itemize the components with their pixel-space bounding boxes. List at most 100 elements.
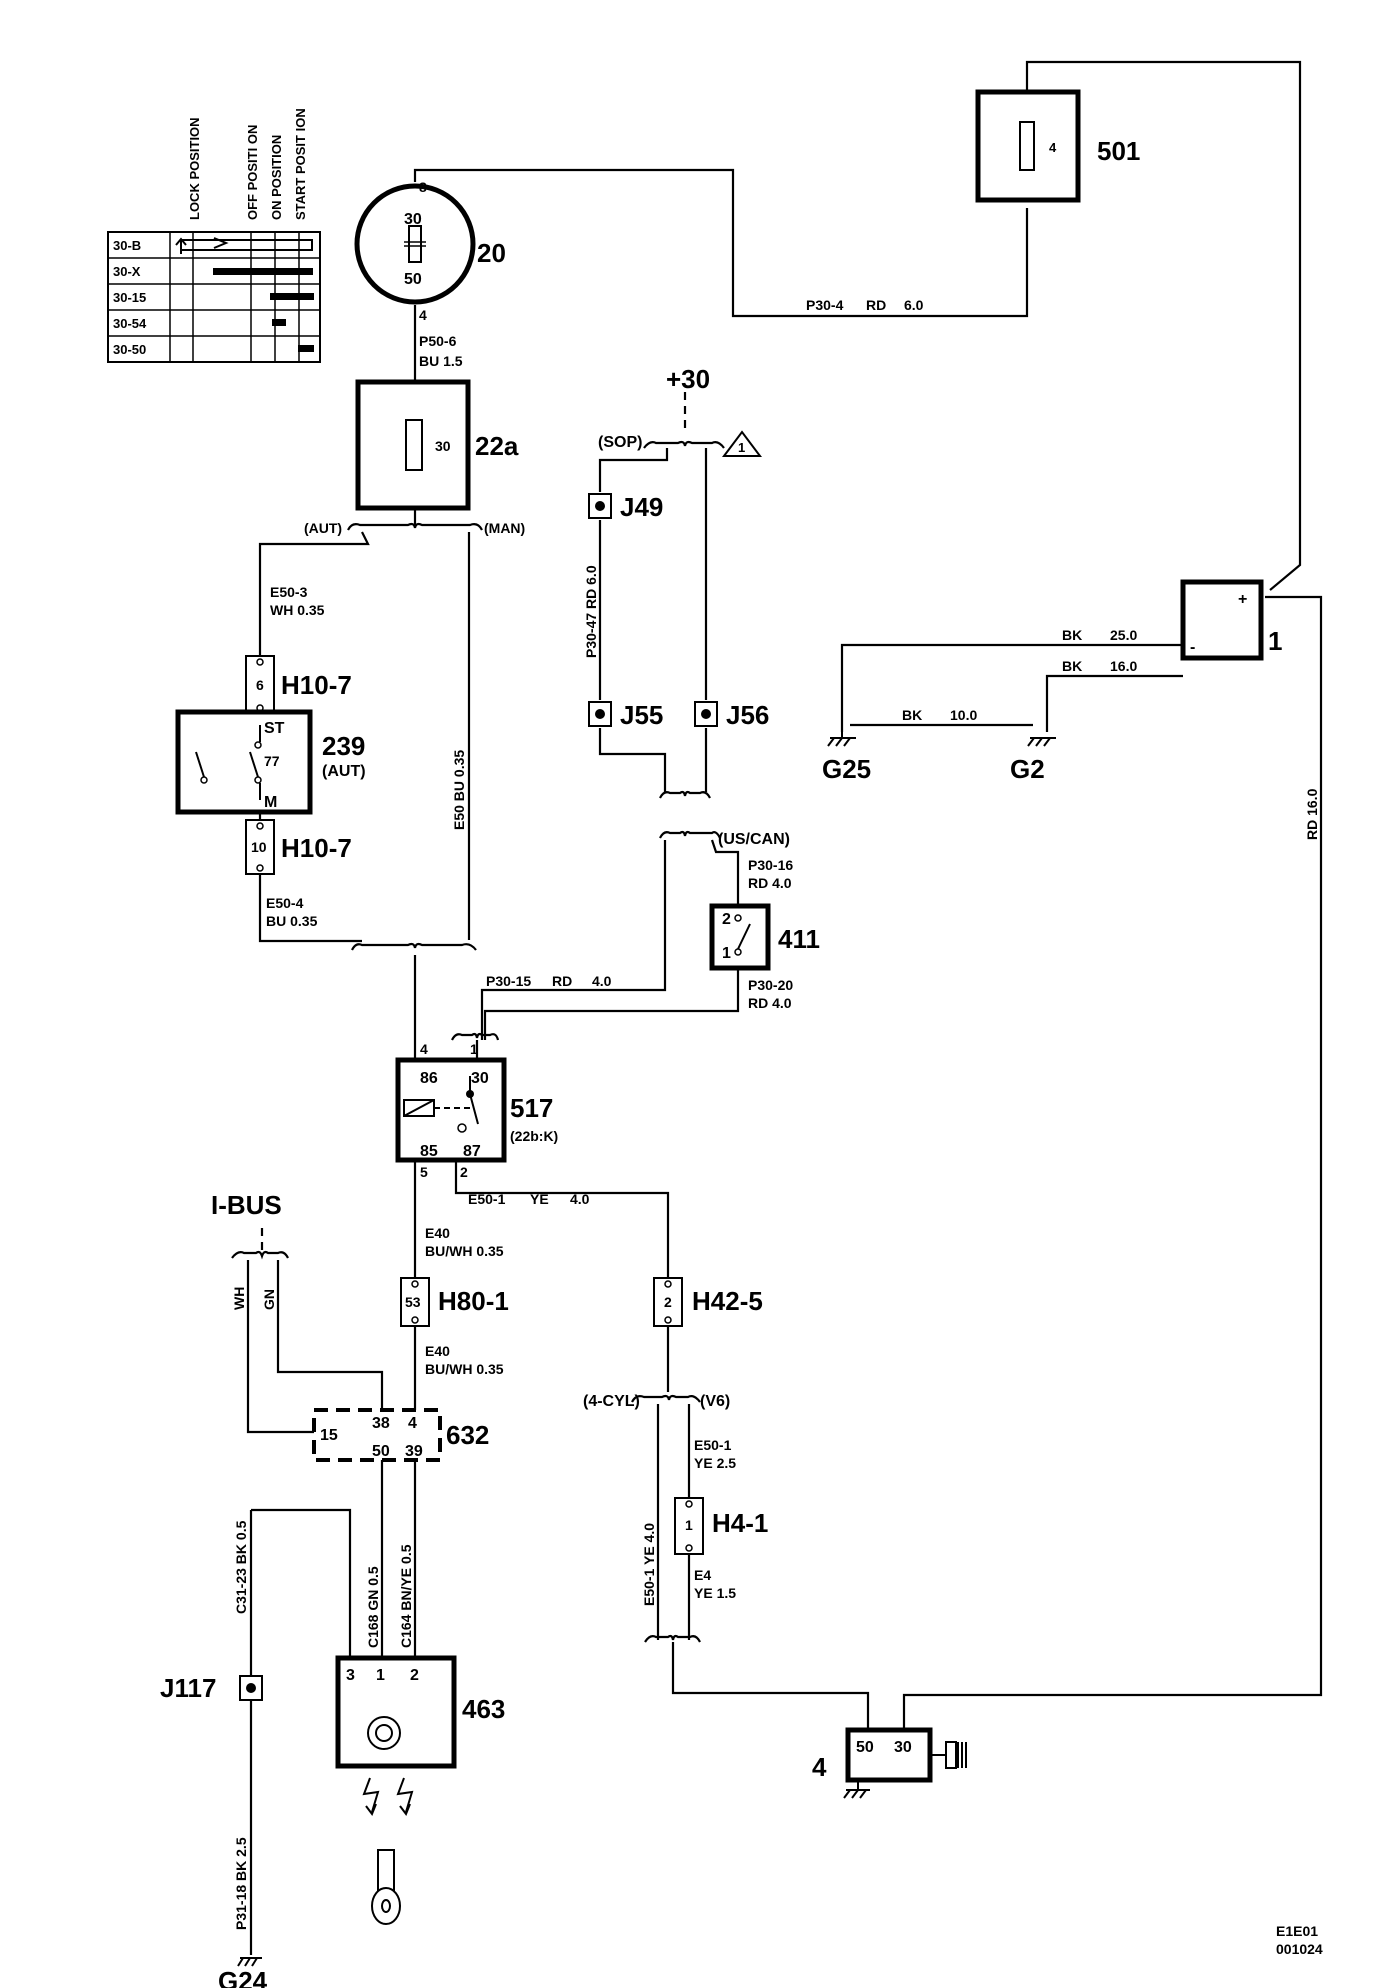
branch-aut: (AUT) xyxy=(304,520,342,536)
row-30-b: 30-B xyxy=(113,238,141,253)
wire-p30-47: P30-47 RD 6.0 xyxy=(583,565,599,658)
wire-e50-man: E50 BU 0.35 xyxy=(451,750,467,830)
wire-p30-15: P30-15 xyxy=(486,973,531,989)
warning-triangle-icon: 1 xyxy=(722,430,762,457)
starter-label: 4 xyxy=(812,1752,827,1782)
wire-e40-b-spec: BU/WH 0.35 xyxy=(425,1361,504,1377)
wire-bk-25: BK xyxy=(1062,627,1082,643)
connector-h10-7-top: 6 H10-7 xyxy=(245,655,352,715)
wire-e50-1-v6: E50-1 xyxy=(694,1437,732,1453)
g24-label: G24 xyxy=(218,1966,268,1988)
c411-pin-1: 1 xyxy=(722,945,731,962)
wire-p30-4: P30-4 xyxy=(806,297,844,313)
wire-e4-spec: YE 1.5 xyxy=(694,1585,736,1601)
h80-1-pin: 53 xyxy=(405,1294,421,1310)
relay-517: 86 30 85 87 4 1 5 2 517 (22b:K) xyxy=(395,1041,558,1180)
header-lock: LOCK POSITION xyxy=(187,117,202,220)
c517-label: 517 xyxy=(510,1093,553,1123)
ignition-switch-table: LOCK POSITION OFF POSITI ON ON POSITION … xyxy=(107,108,321,363)
switch-411: 2 1 411 xyxy=(709,903,820,971)
g2-label: G2 xyxy=(1010,754,1045,784)
wire-c168: C168 GN 0.5 xyxy=(365,1566,381,1648)
wire-p30-4-color: RD xyxy=(866,297,886,313)
h42-5-pin: 2 xyxy=(664,1294,672,1310)
wire-p30-15-color: RD xyxy=(552,973,572,989)
c632-label: 632 xyxy=(446,1420,489,1450)
j55-label: J55 xyxy=(620,700,663,730)
c517-term-1: 1 xyxy=(470,1041,478,1057)
connector-h80-1: 53 H80-1 xyxy=(400,1277,509,1327)
c20-term-8: 8 xyxy=(419,179,427,195)
h4-1-label: H4-1 xyxy=(712,1508,768,1538)
starter-pin-30: 30 xyxy=(894,1739,912,1756)
c239-m: M xyxy=(264,794,277,811)
c632-4: 4 xyxy=(408,1415,417,1432)
junction-j56: J56 xyxy=(694,700,769,730)
branch-v6: (V6) xyxy=(700,1393,730,1410)
starter-motor-4: 50 30 4 xyxy=(812,1727,967,1799)
c20-pin-50: 50 xyxy=(404,271,422,288)
module-463: 3 1 2 463 xyxy=(335,1655,505,1769)
wire-c164: C164 BN/YE 0.5 xyxy=(398,1544,414,1648)
h10-7-top-pin: 6 xyxy=(256,677,264,693)
j117-label: J117 xyxy=(160,1673,216,1703)
wire-p31-18: P31-18 BK 2.5 xyxy=(233,1837,249,1930)
wire-p30-20: P30-20 xyxy=(748,977,793,993)
wire-e4: E4 xyxy=(694,1567,711,1583)
c517-sub: (22b:K) xyxy=(510,1128,558,1144)
c463-pin-3: 3 xyxy=(346,1667,355,1684)
c517-term-2: 2 xyxy=(460,1164,468,1180)
battery-plus: + xyxy=(1238,591,1247,608)
c517-30: 30 xyxy=(471,1070,489,1087)
row-30-15: 30-15 xyxy=(113,290,146,305)
wire-p50-6: P50-6 xyxy=(419,333,457,349)
warning-number: 1 xyxy=(738,440,745,455)
c22a-fuse-30: 30 xyxy=(435,438,451,454)
c463-pin-2: 2 xyxy=(410,1667,419,1684)
module-632: 15 38 4 50 39 632 xyxy=(312,1408,489,1462)
supply-sop: (SOP) xyxy=(598,434,642,451)
wire-e40-b: E40 xyxy=(425,1343,450,1359)
c632-39: 39 xyxy=(405,1443,423,1460)
wire-c31-23: C31-23 BK 0.5 xyxy=(233,1520,249,1614)
c463-pin-1: 1 xyxy=(376,1667,385,1684)
h10-7-bottom-label: H10-7 xyxy=(281,833,352,863)
branch-uscan: (US/CAN) xyxy=(718,831,790,848)
wire-rd-16: RD 16.0 xyxy=(1304,788,1320,840)
wire-e50-3-spec: WH 0.35 xyxy=(270,602,325,618)
switch-239: ST 77 M 239 (AUT) xyxy=(175,709,366,815)
c20-term-4: 4 xyxy=(419,307,427,323)
wire-p30-20-spec: RD 4.0 xyxy=(748,995,792,1011)
branch-man: (MAN) xyxy=(484,520,525,536)
signal-waves-icon xyxy=(362,1777,414,1817)
c411-label: 411 xyxy=(778,924,820,954)
c411-pin-2: 2 xyxy=(722,911,731,928)
wire-bk-10: BK xyxy=(902,707,922,723)
wire-p30-16: P30-16 xyxy=(748,857,793,873)
h80-1-label: H80-1 xyxy=(438,1286,509,1316)
c501-fuse-4: 4 xyxy=(1049,140,1057,155)
junction-j55: J55 xyxy=(588,700,663,730)
ground-g2-icon: G2 xyxy=(1010,737,1056,784)
wire-e50-1: E50-1 xyxy=(468,1191,506,1207)
wire-e50-4: E50-4 xyxy=(266,895,304,911)
wire-wh: WH xyxy=(231,1287,247,1310)
ignition-switch-20: 30 50 8 4 20 xyxy=(354,179,506,323)
wire-e50-1-size: 4.0 xyxy=(570,1191,590,1207)
fuse-22a: 30 22a xyxy=(355,379,519,511)
header-off: OFF POSITI ON xyxy=(245,125,260,220)
row-30-x: 30-X xyxy=(113,264,141,279)
j56-label: J56 xyxy=(726,700,769,730)
row-30-50: 30-50 xyxy=(113,342,146,357)
wire-e50-1-4cyl: E50-1 YE 4.0 xyxy=(641,1523,657,1606)
wire-e40-a-spec: BU/WH 0.35 xyxy=(425,1243,504,1259)
c517-term-4: 4 xyxy=(420,1041,428,1057)
g25-label: G25 xyxy=(822,754,871,784)
junction-j117: J117 xyxy=(160,1673,263,1703)
battery-1: + - 1 xyxy=(1180,579,1282,661)
row-30-54: 30-54 xyxy=(113,316,147,331)
c463-label: 463 xyxy=(462,1694,505,1724)
c20-pin-30: 30 xyxy=(404,211,422,228)
connector-h10-7-bottom: 10 H10-7 xyxy=(245,819,352,875)
